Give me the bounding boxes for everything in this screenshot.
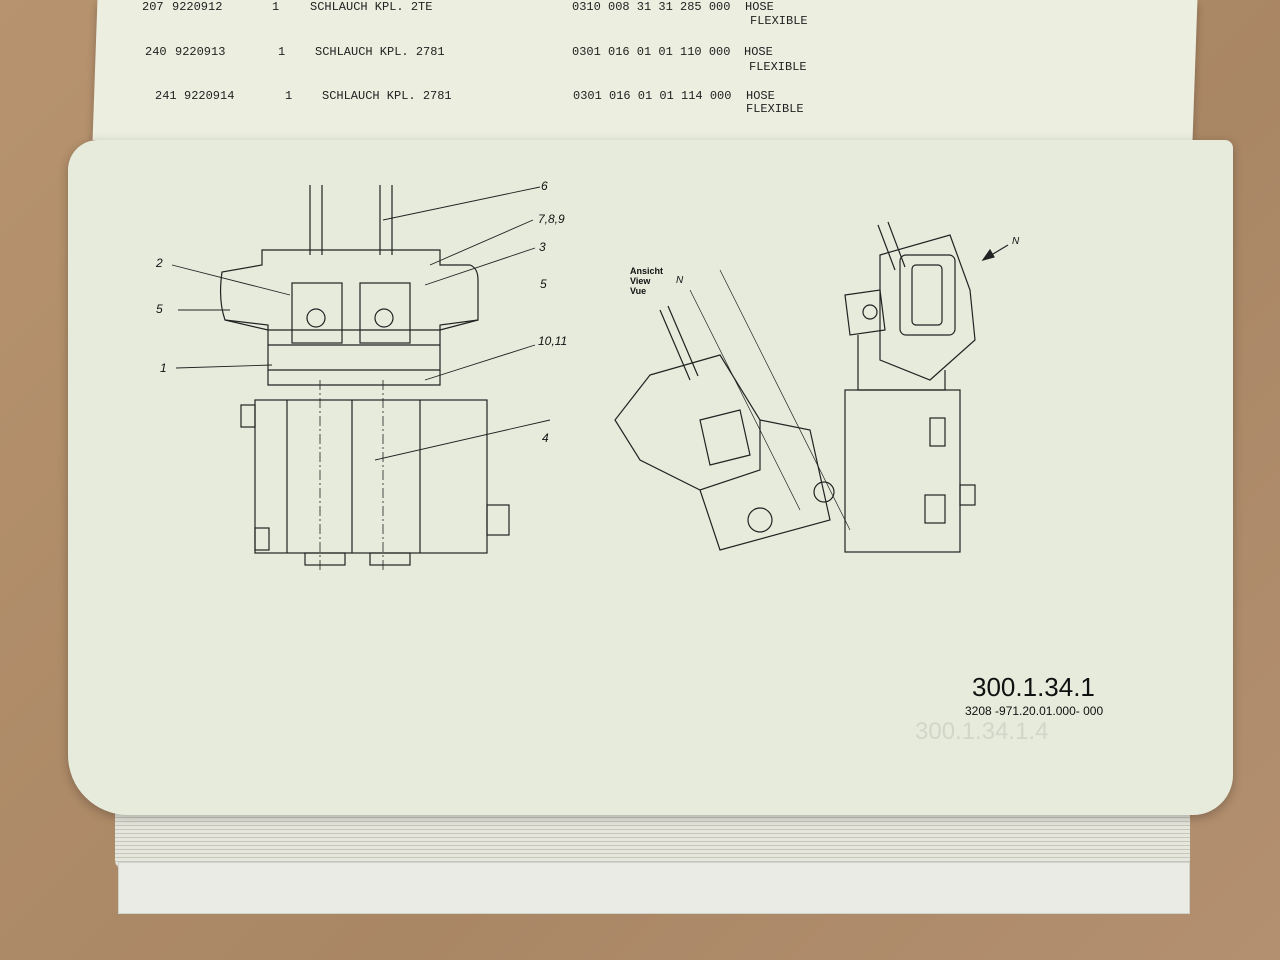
description-de: SCHLAUCH KPL. 2781 [315,45,445,59]
callout-10-11: 10,11 [538,334,568,348]
description-en: HOSE [746,89,775,103]
pos: 207 [142,0,164,14]
callout-4: 4 [542,431,549,445]
description-fr: FLEXIBLE [746,102,804,116]
book-cover-edge [118,862,1190,914]
callout-2: 2 [156,256,163,270]
show-through-sheet-number: 300.1.34.1.4 [915,718,1049,745]
callout-5-left: 5 [156,302,163,316]
north-label-side: N [1012,236,1020,247]
callout-5-right: 5 [540,277,547,291]
callout-7-8-9: 7,8,9 [538,212,565,226]
part-no: 9220914 [184,89,235,103]
part-no: 9220912 [172,0,223,14]
description-de: SCHLAUCH KPL. 2781 [322,89,452,103]
view-label-de: Ansicht [630,266,664,276]
view-label-fr: Vue [630,286,647,296]
qty: 1 [285,89,293,103]
sheet-number: 300.1.34.1 [972,672,1095,702]
qty: 1 [272,0,280,14]
ref-no: 0310 008 31 31 285 000 [572,0,731,14]
sheet-code: 3208 -971.20.01.000- 000 [965,704,1104,718]
callout-6: 6 [541,179,548,193]
callout-3: 3 [539,240,546,254]
ref-no: 0301 016 01 01 114 000 [573,89,732,103]
pos: 241 [155,89,177,103]
pos: 240 [145,45,167,59]
description-fr: FLEXIBLE [749,60,807,74]
description-en: HOSE [745,0,774,14]
description-en: HOSE [744,45,773,59]
qty: 1 [278,45,286,59]
north-label-view: N [676,275,684,286]
description-de: SCHLAUCH KPL. 2TE [310,0,433,14]
callout-1: 1 [160,361,167,375]
description-fr: FLEXIBLE [750,14,808,28]
part-no: 9220913 [175,45,226,59]
ref-no: 0301 016 01 01 110 000 [572,45,731,59]
view-label-en: View [630,276,651,286]
